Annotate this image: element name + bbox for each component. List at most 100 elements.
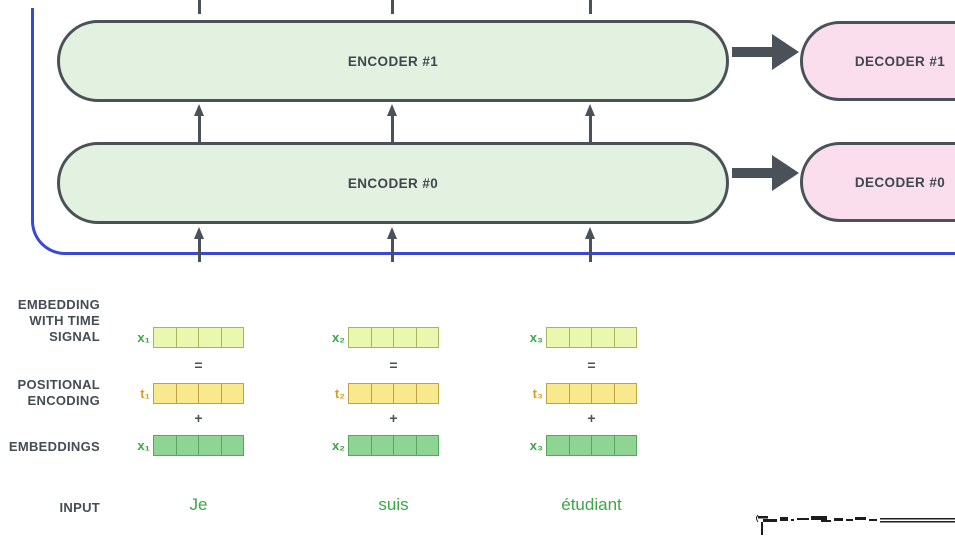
vector-cell — [199, 328, 222, 347]
encoder-1-box: ENCODER #1 — [57, 20, 729, 102]
vector-cell — [570, 384, 592, 403]
vector-cell — [592, 384, 615, 403]
embedding-vector-label-1: x₁ — [137, 438, 150, 453]
arrow-up-shaft — [588, 115, 592, 142]
vector-cell — [394, 436, 417, 455]
row-label-line: EMBEDDINGS — [8, 439, 100, 454]
vector-cell — [154, 328, 177, 347]
row-label-line: SIGNAL — [49, 329, 100, 344]
vector-cell — [372, 328, 394, 347]
arrow-up-stub-icon — [197, 0, 201, 14]
compression-artifact — [756, 514, 955, 535]
decoder-1-label: DECODER #1 — [854, 53, 946, 69]
vector-cell — [177, 328, 199, 347]
time-signal-vector-2 — [348, 327, 439, 348]
time-signal-vector-3 — [546, 327, 637, 348]
embedding-vector-label-2: x₂ — [331, 438, 345, 453]
vector-cell — [154, 384, 177, 403]
vector-cell — [349, 436, 372, 455]
encoder0-to-decoder0-arrowhead-icon — [772, 155, 799, 191]
arrow-up-shaft — [197, 115, 201, 142]
time-signal-vector-1 — [153, 327, 244, 348]
arrow-up-icon — [193, 227, 204, 239]
vector-cell — [177, 384, 199, 403]
vector-cell — [372, 436, 394, 455]
skip-connection-line — [31, 8, 955, 255]
vector-cell — [199, 384, 222, 403]
arrow-up-shaft — [390, 115, 394, 142]
encoder-0-label: ENCODER #0 — [347, 175, 439, 191]
vector-cell — [417, 436, 439, 455]
decoder-0-label: DECODER #0 — [854, 174, 946, 190]
vector-cell — [417, 384, 439, 403]
row-label-line: POSITIONAL — [17, 377, 100, 392]
input-word-3: étudiant — [561, 495, 622, 514]
vector-cell — [547, 384, 570, 403]
row-label-line: WITH TIME — [29, 313, 100, 328]
vector-cell — [199, 436, 222, 455]
positional-encoding-vector-3 — [546, 383, 637, 404]
encoder-1-label: ENCODER #1 — [347, 53, 439, 69]
vector-cell — [547, 436, 570, 455]
decoder-1-box: DECODER #1 — [800, 21, 955, 101]
arrow-up-icon — [584, 104, 595, 116]
vector-cell — [222, 436, 244, 455]
embedding-vector-2 — [348, 435, 439, 456]
vector-cell — [349, 384, 372, 403]
vector-cell — [394, 328, 417, 347]
arrow-up-icon — [584, 227, 595, 239]
equals-sign: = — [389, 357, 398, 373]
row-label-embedding-with-time-signal: EMBEDDING WITH TIME SIGNAL — [0, 297, 100, 345]
row-label-line: EMBEDDING — [17, 297, 100, 312]
vector-cell — [570, 328, 592, 347]
vector-cell — [222, 328, 244, 347]
arrow-up-stub-icon — [390, 0, 394, 14]
row-label-line: ENCODING — [27, 393, 100, 408]
vector-cell — [615, 384, 637, 403]
encoder-0-box: ENCODER #0 — [57, 142, 729, 224]
vector-cell — [592, 328, 615, 347]
input-word-1: Je — [189, 495, 208, 514]
row-label-line: INPUT — [59, 500, 100, 515]
time-vector-label-2: x₂ — [331, 330, 345, 345]
positional-vector-label-3: t₃ — [532, 386, 543, 401]
positional-vector-label-1: t₁ — [140, 386, 150, 401]
vector-cell — [349, 328, 372, 347]
arrow-up-icon — [386, 104, 397, 116]
encoder1-to-decoder1-arrowhead-icon — [772, 34, 799, 70]
encoder1-to-decoder1-arrow-icon — [732, 47, 772, 57]
row-label-embeddings: EMBEDDINGS — [0, 439, 100, 455]
equals-sign: = — [194, 357, 203, 373]
arrow-up-icon — [193, 104, 204, 116]
vector-cell — [615, 328, 637, 347]
embedding-vector-3 — [546, 435, 637, 456]
embedding-vector-1 — [153, 435, 244, 456]
plus-sign: + — [389, 410, 398, 426]
time-vector-label-1: x₁ — [137, 330, 150, 345]
vector-cell — [154, 436, 177, 455]
positional-encoding-vector-1 — [153, 383, 244, 404]
vector-cell — [615, 436, 637, 455]
vector-cell — [547, 328, 570, 347]
time-vector-label-3: x₃ — [529, 330, 543, 345]
arrow-up-stub-icon — [588, 0, 592, 14]
row-label-positional-encoding: POSITIONAL ENCODING — [0, 377, 100, 409]
arrow-up-shaft — [197, 238, 201, 262]
vector-cell — [592, 436, 615, 455]
vector-cell — [394, 384, 417, 403]
arrow-up-icon — [386, 227, 397, 239]
vector-cell — [570, 436, 592, 455]
arrow-up-shaft — [390, 238, 394, 262]
vector-cell — [177, 436, 199, 455]
arrow-up-shaft — [588, 238, 592, 262]
vector-cell — [372, 384, 394, 403]
embedding-vector-label-3: x₃ — [529, 438, 543, 453]
input-word-2: suis — [378, 495, 409, 514]
positional-vector-label-2: t₂ — [334, 386, 345, 401]
equals-sign: = — [587, 357, 596, 373]
vector-cell — [417, 328, 439, 347]
positional-encoding-vector-2 — [348, 383, 439, 404]
plus-sign: + — [587, 410, 596, 426]
decoder-0-box: DECODER #0 — [800, 142, 955, 222]
